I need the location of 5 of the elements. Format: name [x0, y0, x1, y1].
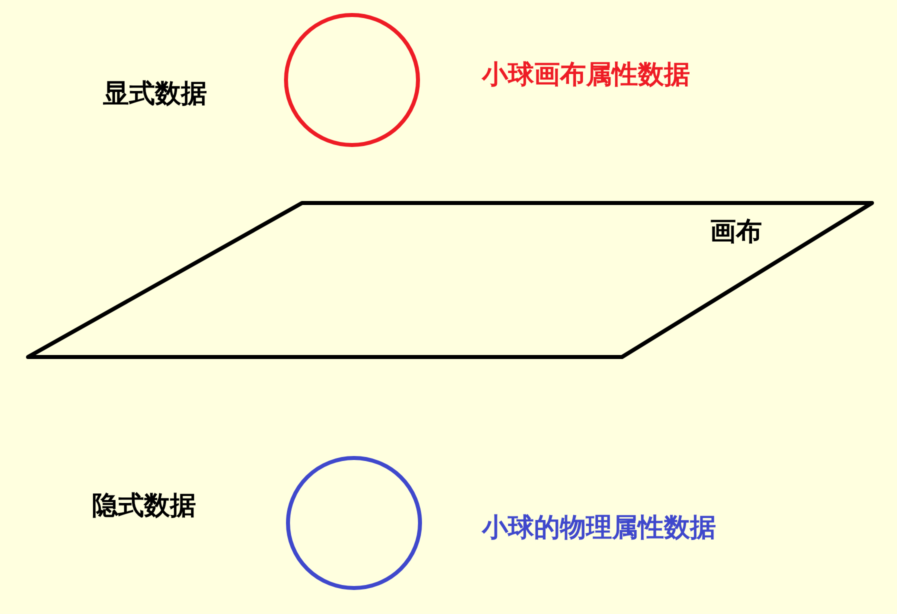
data-type-label: 隐式数据: [92, 491, 196, 522]
description-label: 小球的物理属性数据: [482, 513, 716, 544]
description-label: 小球画布属性数据: [482, 60, 690, 92]
shape-label: 画布: [710, 217, 762, 248]
data-type-label: 显式数据: [103, 79, 207, 110]
